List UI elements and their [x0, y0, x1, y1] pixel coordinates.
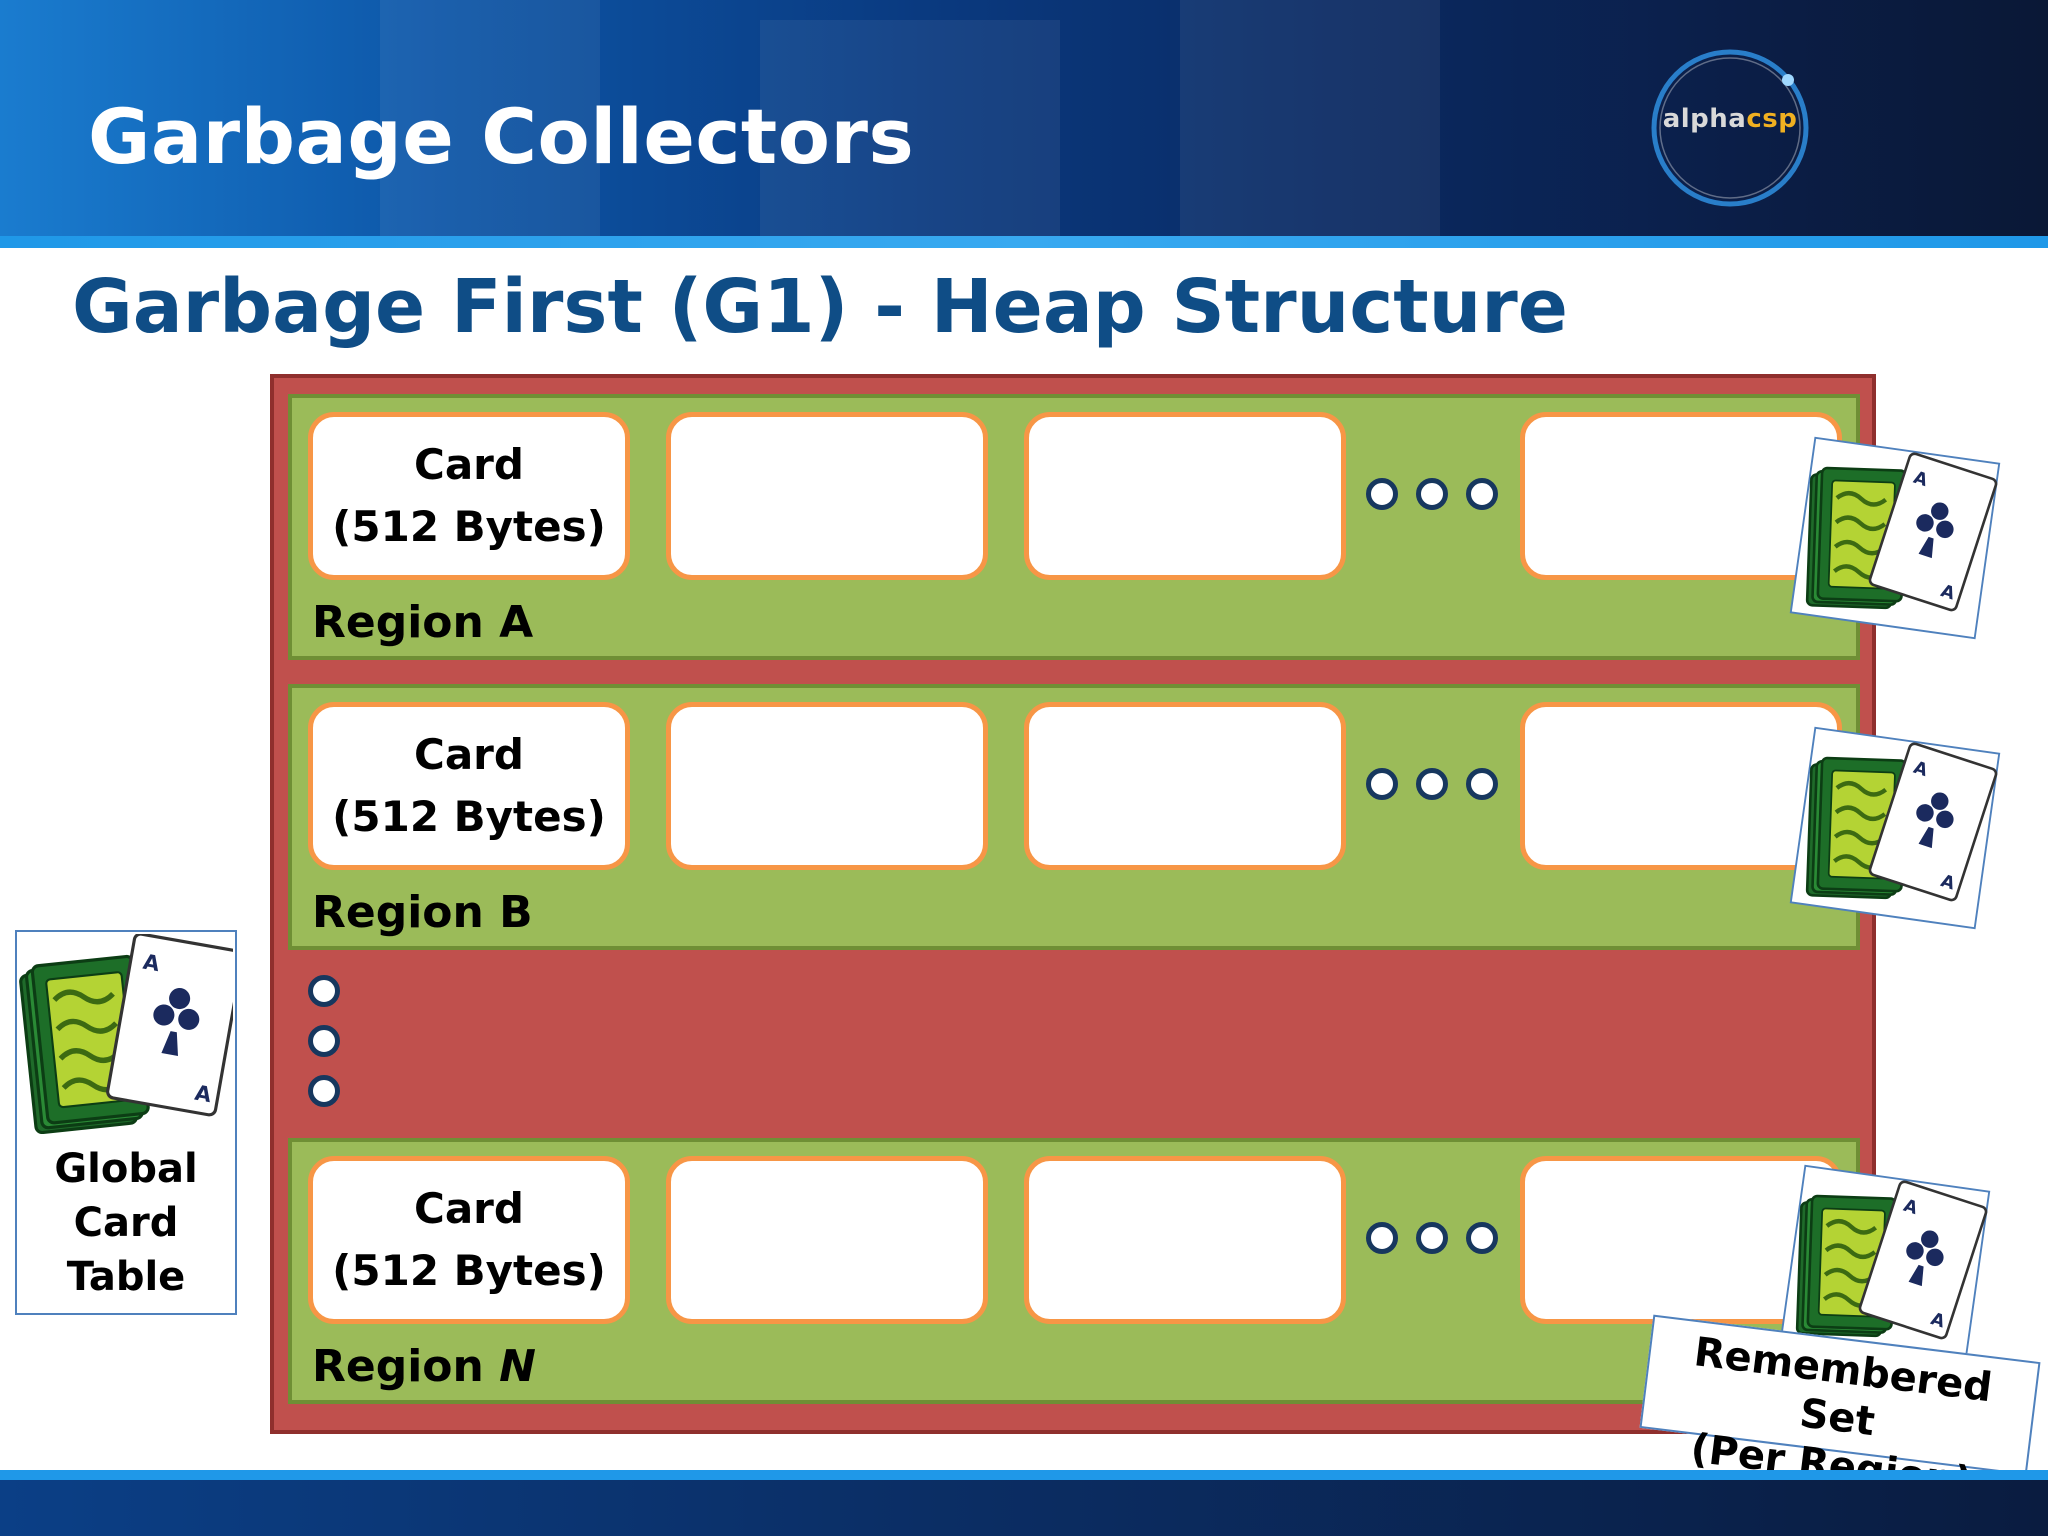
header-banner [0, 0, 2048, 248]
card-512-bytes: Card (512 Bytes) [308, 412, 630, 580]
card [1024, 1156, 1346, 1324]
remembered-set-card-deck-icon [1789, 726, 2001, 930]
ellipsis-dot [1466, 768, 1498, 800]
card [1520, 702, 1842, 870]
vertical-ellipsis-dot [308, 1075, 340, 1107]
region-n: Card (512 Bytes) Region N [288, 1138, 1860, 1404]
global-card-table-label: Global Card Table [17, 1142, 235, 1304]
logo-suffix: csp [1746, 104, 1798, 134]
ellipsis-dot [1466, 1222, 1498, 1254]
footer-banner [0, 1470, 2048, 1536]
region-label: Region B [312, 887, 533, 938]
logo-ring-icon [1651, 49, 1809, 207]
banner-panel [380, 0, 600, 236]
remembered-set-card-deck-icon [1789, 436, 2001, 640]
gct-line2: Card [73, 1200, 179, 1246]
card-label: Card [414, 1184, 524, 1233]
region-label-prefix: Region [312, 1341, 500, 1392]
card-512-bytes: Card (512 Bytes) [308, 1156, 630, 1324]
card-size: (512 Bytes) [332, 1246, 606, 1295]
logo: alphacsp [1648, 104, 1812, 134]
ellipsis-dot [1366, 768, 1398, 800]
card-deck-icon [19, 934, 233, 1134]
banner-panel [1180, 0, 1440, 236]
card-size: (512 Bytes) [332, 502, 606, 551]
banner-title: Garbage Collectors [88, 92, 915, 181]
card [666, 1156, 988, 1324]
region-label: Region A [312, 597, 534, 648]
ellipsis-dot [1416, 478, 1448, 510]
card [666, 702, 988, 870]
card [1024, 702, 1346, 870]
ellipsis-dot [1416, 768, 1448, 800]
ellipsis-dot [1366, 1222, 1398, 1254]
region-a: Card (512 Bytes) Region A [288, 394, 1860, 660]
ellipsis-dot [1416, 1222, 1448, 1254]
card-label: Card [414, 730, 524, 779]
gct-line1: Global [54, 1146, 198, 1192]
card [1024, 412, 1346, 580]
ellipsis-dot [1466, 478, 1498, 510]
card [666, 412, 988, 580]
vertical-ellipsis-dot [308, 975, 340, 1007]
card [1520, 412, 1842, 580]
ellipsis-dot [1366, 478, 1398, 510]
banner-panel [760, 20, 1060, 236]
remembered-set-label: Remembered Set (Per Region) [1639, 1314, 2041, 1506]
card-512-bytes: Card (512 Bytes) [308, 702, 630, 870]
logo-prefix: alpha [1662, 104, 1747, 134]
global-card-table: Global Card Table [15, 930, 237, 1315]
gct-line3: Table [66, 1254, 186, 1300]
vertical-ellipsis-dot [308, 1025, 340, 1057]
slide-title: Garbage First (G1) - Heap Structure [72, 264, 1568, 350]
region-b: Card (512 Bytes) Region B [288, 684, 1860, 950]
region-label-italic: N [499, 1341, 536, 1392]
banner-stripe [0, 236, 2048, 248]
region-label: Region N [312, 1341, 536, 1392]
footer-stripe [0, 1470, 2048, 1480]
card-label: Card [414, 440, 524, 489]
card-size: (512 Bytes) [332, 792, 606, 841]
